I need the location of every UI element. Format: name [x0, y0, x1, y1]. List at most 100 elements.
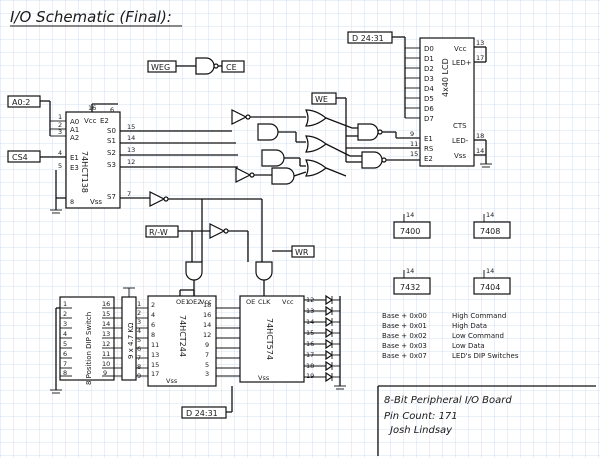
data-bus-bottom: D 24:31 [181, 386, 233, 419]
dip-pin-7: 7 [63, 360, 67, 368]
buffer-name: 74HCT244 [178, 315, 187, 357]
led-8 [304, 371, 340, 383]
lcd-module: D0 D1 D2 D3 D4 D5 D6 D7 E1 RS E2 4x40 LC… [410, 37, 492, 168]
latch-clk-label: CLK [258, 298, 271, 306]
cs4-input: CS4 [7, 150, 66, 163]
dip-pin-2: 2 [63, 310, 67, 318]
led-5 [304, 338, 340, 350]
resistor-network: 9 x 4.7 KΩ 1 2 3 4 5 6 7 8 9 [114, 287, 141, 381]
latch-vcc-label: Vcc [282, 298, 294, 306]
lcd-pin-d7: D7 [424, 115, 434, 123]
lcd-pin-e1: E1 [424, 135, 433, 143]
led-7 [304, 360, 340, 372]
decoder-pin-e1: E1 [70, 154, 79, 162]
decoder-pin-a1: A1 [70, 126, 79, 134]
address-map-desc-4: LED's DIP Switches [452, 352, 519, 360]
buffer-pin-15: 15 [151, 361, 159, 369]
address-map-addr-3: Base + 0x03 [382, 342, 427, 350]
decoder-pin-s3: S3 [107, 161, 116, 169]
decoder-pin-s0: S0 [107, 127, 116, 135]
address-map: Base + 0x00 High Command Base + 0x01 Hig… [382, 312, 519, 360]
address-map-addr-0: Base + 0x00 [382, 312, 427, 320]
decoder-pin-s2: S2 [107, 149, 116, 157]
address-map-addr-2: Base + 0x02 [382, 332, 427, 340]
decoder-pin-num-15: 15 [127, 123, 135, 131]
resistor-pin-1: 1 [137, 300, 141, 308]
lcd-pin-d1: D1 [424, 55, 434, 63]
led-1 [304, 294, 340, 306]
resistor-pin-2: 2 [137, 309, 141, 317]
buffer-pin-3: 3 [205, 370, 209, 378]
decoder-pin-e3: E3 [70, 164, 79, 172]
dip-pin-15: 15 [102, 310, 110, 318]
buffer-pin-8: 8 [151, 331, 155, 339]
decoder-pin-num-12: 12 [127, 158, 135, 166]
latch-pin-19: 19 [306, 372, 314, 380]
lcd-pin-vcc: Vcc [454, 45, 467, 53]
title-block-line1: 8-Bit Peripheral I/O Board [384, 395, 512, 406]
dip-pin-14: 14 [102, 320, 110, 328]
lcd-pin-led-plus: LED+ [452, 59, 472, 67]
lcd-pin-rs: RS [424, 145, 434, 153]
resistor-pin-6: 6 [137, 345, 141, 353]
decoder-pin-vcc: Vcc [84, 117, 97, 125]
decoder-pin-num-5: 5 [58, 162, 62, 170]
led-2 [304, 305, 340, 317]
dip-pin-8: 8 [63, 369, 67, 377]
lcd-pin-d3: D3 [424, 75, 434, 83]
cs4-label: CS4 [12, 153, 28, 162]
lcd-pin-num-9: 9 [410, 130, 414, 138]
led-4 [304, 327, 340, 339]
we-input: WE [311, 92, 347, 162]
dip-pin-3: 3 [63, 320, 67, 328]
ce-label: CE [226, 63, 237, 72]
buffer-pin-13: 13 [151, 351, 159, 359]
lcd-pin-led-minus: LED- [452, 137, 469, 145]
lcd-pin-cts: CTS [453, 122, 467, 130]
schematic-title: I/O Schematic (Final): [10, 8, 172, 26]
resistor-label: 9 x 4.7 KΩ [127, 322, 135, 359]
buffer-pin-14: 14 [203, 321, 211, 329]
buffer-pin-9: 9 [205, 341, 209, 349]
address-map-desc-1: High Data [452, 322, 487, 330]
gate-ref-7400: 14 7400 [393, 211, 431, 239]
lcd-pin-d0: D0 [424, 45, 434, 53]
address-bus-input: A0:2 [7, 95, 66, 137]
gate-ref-7408: 14 7408 [473, 211, 511, 239]
buffer-pin-11: 11 [151, 341, 159, 349]
weg-input: WEG CE [147, 57, 245, 75]
decoder-pin-num-7: 7 [127, 190, 131, 198]
dip-pin-12: 12 [102, 340, 110, 348]
dip-pin-5: 5 [63, 340, 67, 348]
decoder-pin-num-8: 8 [70, 198, 74, 206]
data-bus-bottom-label: D 24:31 [186, 409, 218, 418]
decoder-pin-s7: S7 [107, 193, 116, 201]
lcd-pin-num-13: 13 [476, 39, 484, 47]
buffer-pin-5: 5 [205, 361, 209, 369]
title-block-line2: Pin Count: 171 [384, 411, 458, 422]
buffer-pin-6: 6 [151, 321, 155, 329]
dip-pin-9: 9 [103, 369, 107, 377]
lcd-pin-d5: D5 [424, 95, 434, 103]
latch-oe-label: OE [246, 298, 255, 306]
lcd-name: 4x40 LCD [441, 58, 450, 97]
latch-vss-label: Vss [258, 374, 270, 382]
wr-label: WR [295, 248, 309, 257]
buffer-oe2-label: OE2 [188, 298, 201, 306]
address-map-addr-4: Base + 0x07 [382, 352, 427, 360]
gate-ref-7432: 14 7432 [393, 267, 431, 295]
resistor-pin-5: 5 [137, 336, 141, 344]
decoder-pin-num-13: 13 [127, 146, 135, 154]
decoder-pin-s1: S1 [107, 137, 116, 145]
led-array [304, 294, 346, 390]
gate-ref-7400-pin: 14 [406, 211, 414, 219]
resistor-pin-8: 8 [137, 363, 141, 371]
address-bus-label: A0:2 [12, 98, 30, 107]
data-bus-top: D 24:31 [347, 31, 420, 119]
lcd-pin-vss: Vss [454, 152, 466, 160]
gate-ref-7432-pin: 14 [406, 267, 414, 275]
dip-switch: 1 2 3 4 5 6 7 8 9 10 11 12 13 14 15 16 8… [50, 296, 115, 394]
lcd-pin-num-18: 18 [476, 132, 484, 140]
buffer-pin-4: 4 [151, 311, 155, 319]
